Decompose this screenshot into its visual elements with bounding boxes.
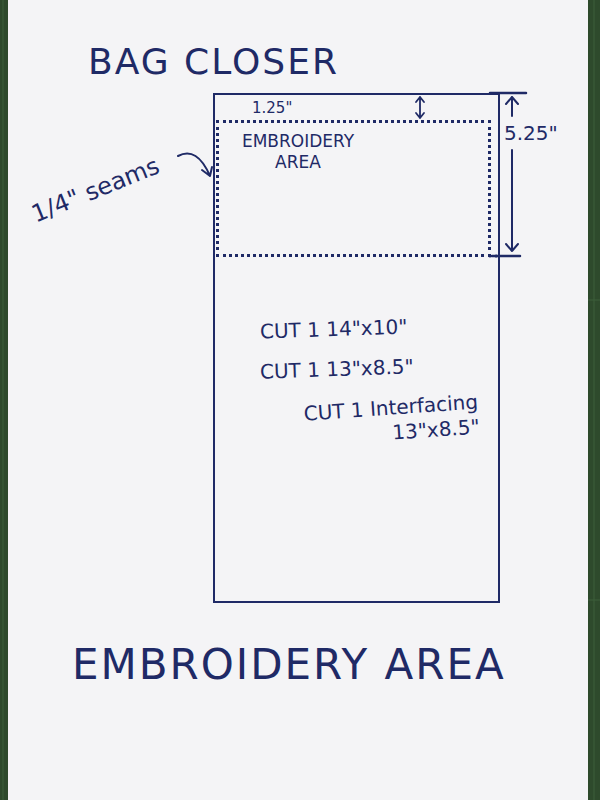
dimension-label: 5.25" [504, 121, 558, 145]
embroidery-area: EMBROIDERY AREA [216, 120, 491, 257]
dimension-tick [492, 255, 520, 258]
title: BAG CLOSER [88, 40, 339, 83]
dimension-arrow [506, 97, 518, 116]
cutting-instruction: CUT 1 13"x8.5" [260, 354, 415, 384]
area-label: EMBROIDERY AREA [223, 131, 373, 174]
dimension-label: 1.25" [252, 99, 292, 117]
paper-sheet [8, 0, 588, 800]
caption: EMBROIDERY AREA [72, 640, 506, 690]
dimension-arrow [506, 150, 518, 251]
cutting-mat-grid [3, 0, 600, 800]
cutting-instruction: CUT 1 Interfacing 13"x8.5" [263, 390, 481, 455]
fabric-piece: CUT 1 14"x10" CUT 1 13"x8.5" CUT 1 Interfa… [213, 93, 500, 603]
leader-arrow [178, 154, 212, 177]
cutting-instruction: CUT 1 14"x10" [260, 314, 408, 344]
dimension-arrow [416, 97, 424, 118]
